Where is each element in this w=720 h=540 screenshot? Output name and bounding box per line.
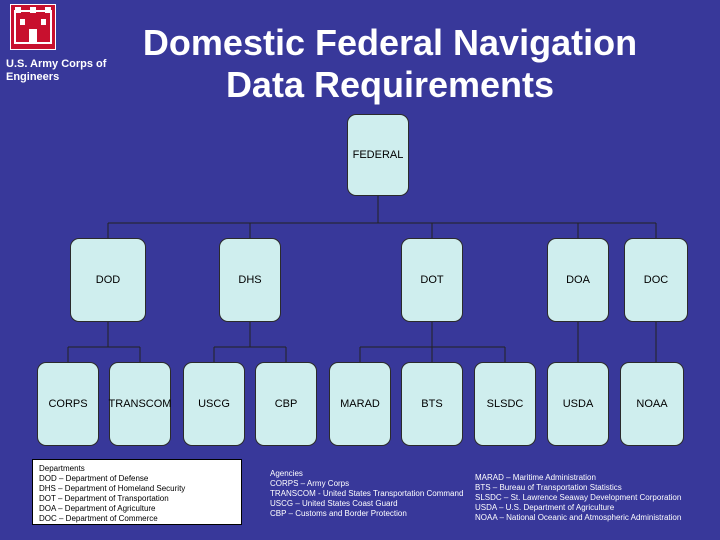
node-dod-label: DOD [95, 274, 121, 286]
node-federal: FEDERAL [347, 114, 409, 196]
node-transcom-label: TRANSCOM [108, 398, 172, 410]
castle-logo-icon [10, 4, 56, 50]
node-cbp-label: CBP [274, 398, 298, 410]
legend-item: TRANSCOM - United States Transportation … [270, 489, 464, 498]
node-dot-label: DOT [420, 274, 444, 286]
legend-item: USCG – United States Coast Guard [270, 499, 398, 508]
node-doc: DOC [624, 238, 688, 322]
node-dod: DOD [70, 238, 146, 322]
node-cbp: CBP [255, 362, 317, 446]
node-marad: MARAD [329, 362, 391, 446]
node-bts: BTS [401, 362, 463, 446]
node-doa: DOA [547, 238, 609, 322]
page-title: Domestic Federal Navigation Data Require… [120, 22, 660, 106]
node-slsdc: SLSDC [474, 362, 536, 446]
node-corps: CORPS [37, 362, 99, 446]
legend-item: DOT – Department of Transportation [39, 494, 169, 503]
node-noaa-label: NOAA [636, 398, 668, 410]
node-uscg: USCG [183, 362, 245, 446]
node-usda: USDA [547, 362, 609, 446]
node-dhs-label: DHS [238, 274, 262, 286]
node-uscg-label: USCG [198, 398, 230, 410]
title-line-2: Data Requirements [225, 64, 555, 105]
legend-item: NOAA – National Oceanic and Atmospheric … [475, 513, 682, 522]
node-dhs: DHS [219, 238, 281, 322]
node-federal-label: FEDERAL [352, 149, 404, 161]
departments-legend: Departments DOD – Department of Defense … [32, 459, 242, 525]
node-transcom: TRANSCOM [109, 362, 171, 446]
agencies-legend: Agencies CORPS – Army Corps TRANSCOM - U… [270, 469, 463, 519]
title-line-1: Domestic Federal Navigation [142, 22, 638, 63]
agencies-heading: Agencies [270, 469, 303, 478]
departments-heading: Departments [39, 464, 85, 473]
legend-item: CORPS – Army Corps [270, 479, 350, 488]
legend-item: USDA – U.S. Department of Agriculture [475, 503, 615, 512]
legend-item: DOD – Department of Defense [39, 474, 149, 483]
node-corps-label: CORPS [48, 398, 88, 410]
legend-item: CBP – Customs and Border Protection [270, 509, 407, 518]
node-marad-label: MARAD [340, 398, 380, 410]
legend-item: DOA – Department of Agriculture [39, 504, 156, 513]
legend-item: DHS – Department of Homeland Security [39, 484, 186, 493]
agencies-legend-right: MARAD – Maritime Administration BTS – Bu… [475, 473, 681, 523]
node-slsdc-label: SLSDC [486, 398, 524, 410]
node-doc-label: DOC [643, 274, 669, 286]
node-dot: DOT [401, 238, 463, 322]
node-noaa: NOAA [620, 362, 684, 446]
legend-item: BTS – Bureau of Transportation Statistic… [475, 483, 622, 492]
legend-item: DOC – Department of Commerce [39, 514, 158, 523]
node-doa-label: DOA [566, 274, 590, 286]
legend-item: MARAD – Maritime Administration [475, 473, 596, 482]
node-bts-label: BTS [421, 398, 443, 410]
org-name: U.S. Army Corps of Engineers [6, 58, 107, 83]
node-usda-label: USDA [562, 398, 594, 410]
legend-item: SLSDC – St. Lawrence Seaway Development … [475, 493, 682, 502]
